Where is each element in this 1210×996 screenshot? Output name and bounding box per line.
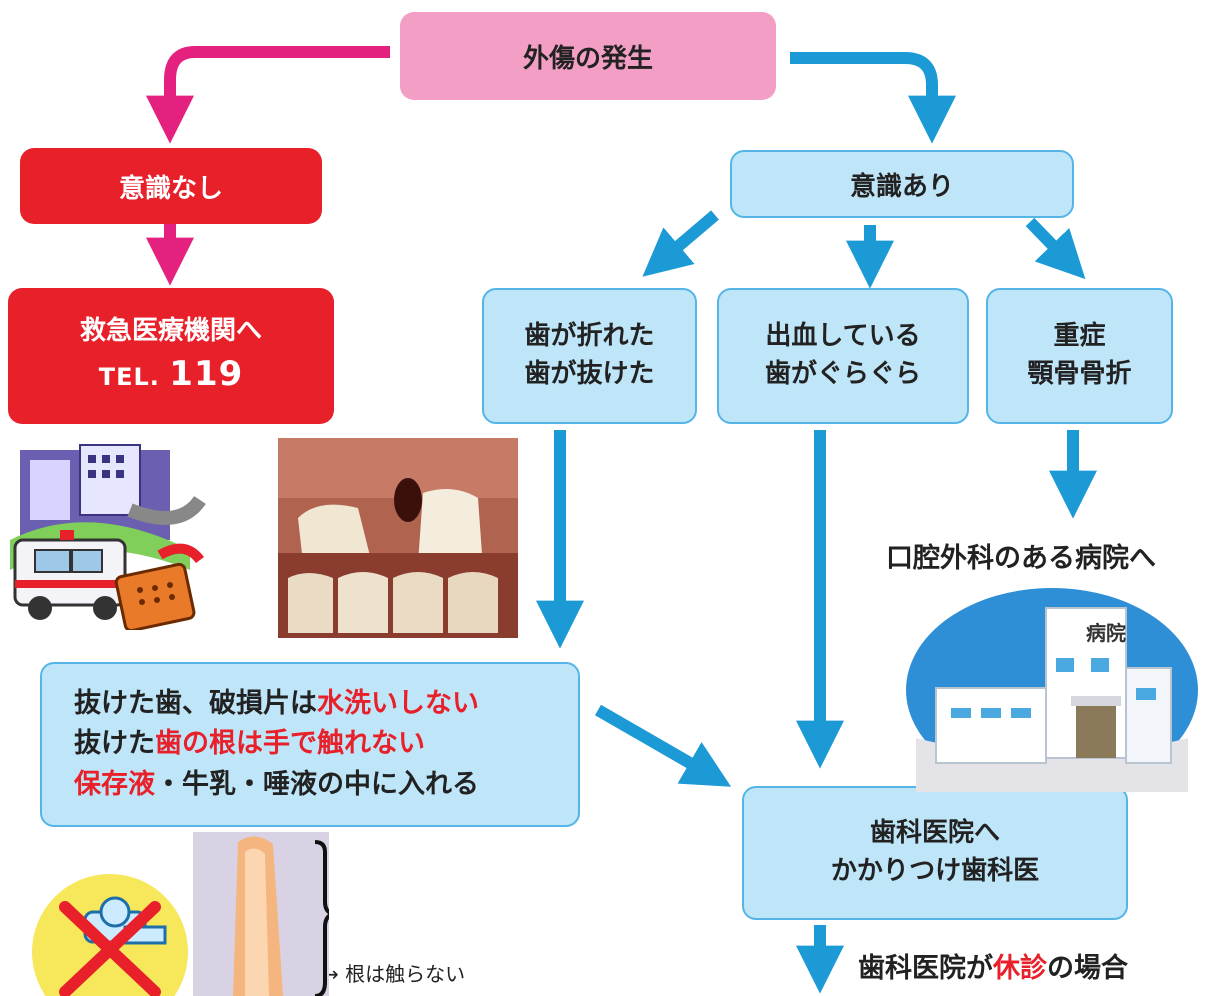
care-line-2-a: 抜けた bbox=[74, 728, 155, 760]
care-line-1: 抜けた歯、破損片は水洗いしない bbox=[74, 684, 479, 725]
arrow-to-unconscious bbox=[146, 46, 390, 144]
clinic-closed-c: の場合 bbox=[1047, 953, 1128, 984]
dental-clinic-box: 歯科医院へ かかりつけ歯科医 bbox=[742, 786, 1128, 920]
broken-tooth-box: 歯が折れた 歯が抜けた bbox=[482, 288, 697, 424]
tel-prefix: TEL. bbox=[98, 363, 160, 392]
emergency-box: 救急医療機関へ TEL. 119 bbox=[8, 288, 334, 424]
ambulance-phone-illustration bbox=[10, 444, 206, 630]
tooth-root-photo bbox=[193, 832, 329, 996]
bleeding-line2: 歯がぐらぐら bbox=[764, 359, 921, 389]
care-line-1-b: 水洗いしない bbox=[317, 687, 479, 719]
tel-number: 119 bbox=[169, 354, 244, 395]
care-line-2-b: 歯の根は手で触れない bbox=[155, 728, 425, 760]
broken-tooth-line1: 歯が折れた bbox=[524, 321, 655, 352]
clinic-closed-a: 歯科医院が bbox=[858, 953, 993, 984]
bleeding-line1: 出血している bbox=[765, 321, 921, 352]
broken-tooth-line2: 歯が抜けた bbox=[524, 359, 655, 389]
arrow-to-branch3 bbox=[1025, 217, 1086, 280]
arrow-to-conscious bbox=[790, 52, 956, 144]
hospital-sign: 病院 bbox=[1086, 621, 1126, 645]
care-line-3: 保存液・牛乳・唾液の中に入れる bbox=[74, 765, 479, 806]
conscious-label: 意識あり bbox=[849, 171, 954, 202]
severe-line2: 顎骨骨折 bbox=[1027, 359, 1132, 389]
severe-box: 重症 顎骨骨折 bbox=[986, 288, 1173, 424]
tel-line: TEL. 119 bbox=[99, 350, 244, 399]
oral-surgery-label: 口腔外科のある病院へ bbox=[886, 543, 1156, 574]
emergency-label: 救急医療機関へ bbox=[79, 315, 262, 346]
dental-clinic-line1: 歯科医院へ bbox=[869, 818, 1000, 849]
hospital-building-illustration: 病院 bbox=[906, 588, 1198, 792]
tooth-care-box: 抜けた歯、破損片は水洗いしない 抜けた歯の根は手で触れない 保存液・牛乳・唾液の… bbox=[40, 662, 580, 827]
trauma-occurrence-box: 外傷の発生 bbox=[400, 12, 776, 100]
root-note-label: → 根は触らない bbox=[322, 962, 466, 986]
severe-line1: 重症 bbox=[1053, 321, 1106, 352]
bleeding-box: 出血している 歯がぐらぐら bbox=[717, 288, 969, 424]
conscious-box: 意識あり bbox=[730, 150, 1074, 218]
dental-clinic-line2: かかりつけ歯科医 bbox=[830, 856, 1040, 886]
clinic-closed-label: 歯科医院が休診の場合 bbox=[858, 946, 1128, 985]
unconscious-box: 意識なし bbox=[20, 148, 322, 224]
no-water-faucet-icon bbox=[32, 874, 188, 996]
care-line-3-a: 保存液 bbox=[74, 768, 155, 800]
care-line-3-b: ・牛乳・唾液の中に入れる bbox=[155, 768, 479, 800]
tooth-care-text: 抜けた歯、破損片は水洗いしない 抜けた歯の根は手で触れない 保存液・牛乳・唾液の… bbox=[74, 684, 479, 806]
care-line-2: 抜けた歯の根は手で触れない bbox=[74, 724, 479, 765]
arrow-care-to-dental bbox=[595, 704, 732, 787]
unconscious-label: 意識なし bbox=[118, 173, 223, 204]
care-line-1-a: 抜けた歯、破損片は bbox=[74, 687, 317, 719]
trauma-occurrence-label: 外傷の発生 bbox=[522, 43, 653, 74]
missing-tooth-photo bbox=[278, 438, 518, 638]
arrow-to-branch1 bbox=[642, 210, 719, 277]
clinic-closed-b: 休診 bbox=[993, 953, 1047, 984]
